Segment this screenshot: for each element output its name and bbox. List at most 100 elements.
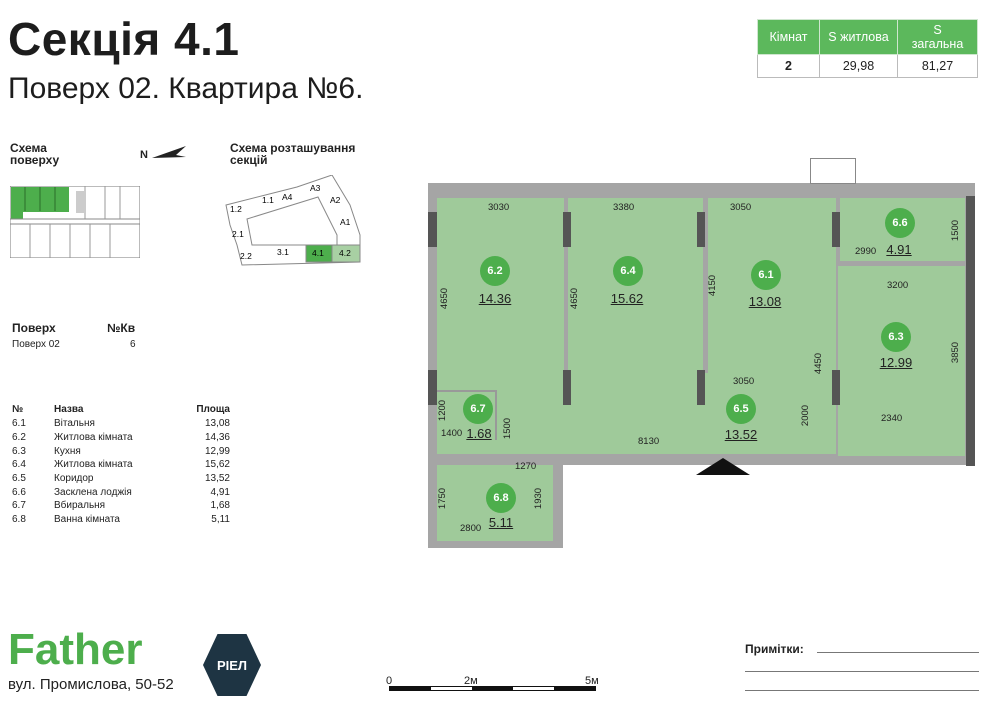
scale-label: 0 [386,675,393,687]
dimension: 4150 [707,274,719,297]
svg-text:1.2: 1.2 [230,204,242,214]
room-badge: 6.4 [613,256,643,286]
room-6-3 [838,266,965,456]
room-area: 14.36 [478,291,512,306]
room-area: 5.11 [488,515,514,530]
summary-value: 2 [757,54,820,78]
room-area: 1.68 [466,426,492,441]
column [832,370,840,405]
corridor-fill [555,373,836,393]
north-arrow-icon [152,146,186,158]
summary-value: 81,27 [897,54,978,78]
room-badge: 6.6 [885,208,915,238]
room-badge: 6.3 [881,322,911,352]
room-badge: 6.1 [751,260,781,290]
column [832,212,840,247]
column [563,370,571,405]
room-badge: 6.8 [486,483,516,513]
svg-text:A1: A1 [340,217,351,227]
dimension: 1930 [533,487,545,510]
floor-scheme-map [10,186,140,258]
svg-text:2.2: 2.2 [240,251,252,261]
rooms-col-header: Площа [196,403,230,415]
column [428,212,437,247]
room-area: 4.91 [886,242,912,257]
scale-bar [389,686,596,691]
notes-label: Примітки: [745,642,804,656]
room-badge: 6.5 [726,394,756,424]
summary-header: S загальна [897,19,978,55]
brand-logo: Father [8,625,143,674]
svg-text:2.1: 2.1 [232,229,244,239]
dimension: 3380 [613,202,635,213]
svg-text:1.1: 1.1 [262,195,274,205]
dimension: 4450 [813,352,825,375]
column [697,212,705,247]
dimension: 1400 [441,428,463,439]
dimension: 4650 [439,287,451,310]
dimension: 1500 [502,417,514,440]
room-6-5 [437,386,836,454]
room-6-2 [437,198,564,386]
dimension: 1270 [515,461,537,472]
rooms-col-header: № [12,403,24,415]
address: вул. Промислова, 50-52 [8,676,174,693]
balcony-stairs [810,158,856,184]
room-area: 15.62 [610,291,644,306]
dimension: 3850 [950,341,962,364]
floor-value: Поверх 02 [12,339,60,350]
room-6-4 [568,198,703,386]
summary-value: 29,98 [819,54,898,78]
page-title: Секція 4.1 [8,13,240,65]
svg-text:4.2: 4.2 [339,248,351,258]
dimension: 3200 [887,280,909,291]
svg-text:A2: A2 [330,195,341,205]
dimension: 1750 [437,487,449,510]
entrance-arrow-icon [696,458,750,475]
floor-label: Поверх [12,321,56,335]
summary-header: Кімнат [757,19,820,55]
apartment-value: 6 [130,339,136,350]
notes-line [817,652,979,653]
room-badge: 6.7 [463,394,493,424]
dimension: 8130 [638,436,660,447]
dimension: 1500 [950,219,962,242]
notes-line [745,671,979,672]
column [428,370,437,405]
svg-text:A4: A4 [282,192,293,202]
dimension: 1200 [437,399,449,422]
rooms-col-header: Назва [54,403,84,415]
north-label: N [140,149,148,161]
column [563,212,571,247]
dimension: 2000 [800,404,812,427]
dimension: 3030 [488,202,510,213]
svg-text:A3: A3 [310,183,321,193]
dimension: 3050 [730,202,752,213]
svg-text:4.1: 4.1 [312,248,324,258]
apartment-label: №Кв [107,321,136,335]
scale-label: 5м [585,675,599,687]
dimension: 2990 [855,246,877,257]
notes-line [745,690,979,691]
room-area: 13.52 [724,427,758,442]
page-subtitle: Поверх 02. Квартира №6. [8,72,364,105]
dimension: 2340 [881,413,903,424]
floor-scheme-label: Схема поверху [10,141,60,167]
sections-scheme-label: Схема розташування секцій [230,141,356,167]
room-badge: 6.2 [480,256,510,286]
dimension: 3050 [733,376,755,387]
dimension: 4650 [569,287,581,310]
room-area: 12.99 [879,355,913,370]
svg-text:3.1: 3.1 [277,247,289,257]
